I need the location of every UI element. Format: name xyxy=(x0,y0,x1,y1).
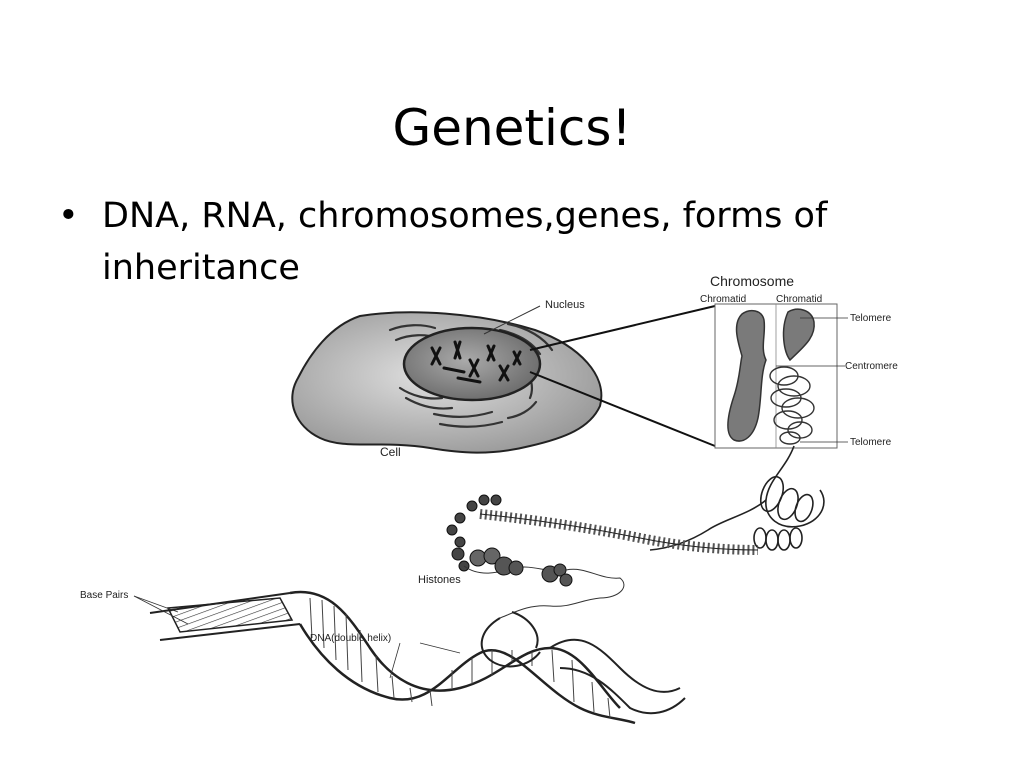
cell-label: Cell xyxy=(380,445,401,459)
chromatin-fiber xyxy=(649,445,825,551)
bullet-list: • DNA, RNA, chromosomes,genes, forms of … xyxy=(58,190,918,294)
helix-strand-b xyxy=(298,623,636,725)
telomere-top-label: Telomere xyxy=(850,313,892,324)
chromatid-left-label: Chromatid xyxy=(700,294,746,305)
slide-title: Genetics! xyxy=(392,98,632,157)
bullet-item: • DNA, RNA, chromosomes,genes, forms of … xyxy=(58,190,918,294)
chromosome-illustration: Chromosome Chromatid Chromatid Telomere … xyxy=(700,273,898,449)
nucleosome-beads xyxy=(446,494,502,572)
histones-label: Histones xyxy=(418,574,461,586)
chromosome-cluster xyxy=(430,340,522,384)
chromatid-left xyxy=(727,309,767,442)
chromatid-right-label: Chromatid xyxy=(776,294,822,305)
dna-label: DNA(double helix) xyxy=(310,633,391,644)
bullet-text: DNA, RNA, chromosomes,genes, forms of in… xyxy=(102,196,828,288)
nucleus-label: Nucleus xyxy=(545,299,585,311)
coiled-chromatin xyxy=(769,366,815,445)
helix-strand-a xyxy=(289,590,621,709)
telomere-bottom-label: Telomere xyxy=(850,437,892,448)
bullet-dot-icon: • xyxy=(58,196,79,236)
cell-illustration: Nucleus Cell xyxy=(291,299,603,459)
genetics-diagram: Nucleus Cell Chromosome Chromatid Chroma… xyxy=(80,273,898,725)
centromere-label: Centromere xyxy=(845,361,898,372)
base-pairs-label: Base Pairs xyxy=(80,590,128,601)
chromosome-label: Chromosome xyxy=(710,273,794,289)
histone-clusters xyxy=(494,556,573,587)
dna-double-helix: Base Pairs DNA(double helix) xyxy=(80,590,686,725)
chromatid-right xyxy=(782,308,815,362)
helix-rungs xyxy=(309,597,611,719)
supercoiled-fiber xyxy=(479,509,759,555)
